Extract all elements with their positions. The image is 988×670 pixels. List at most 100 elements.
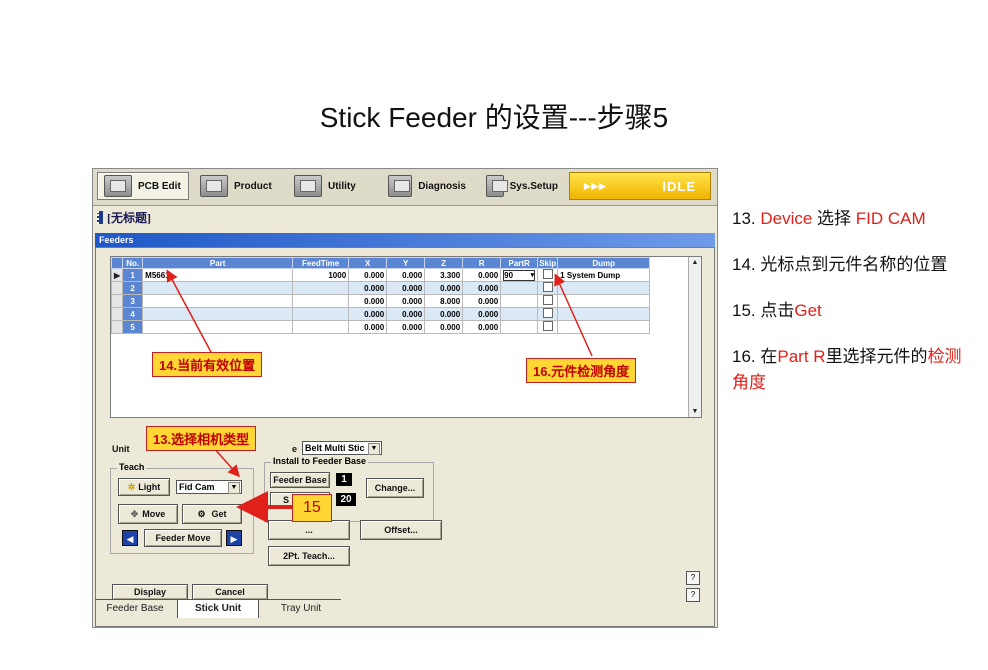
y-cell[interactable]: 0.000 bbox=[386, 320, 426, 334]
column-header[interactable]: X bbox=[348, 257, 388, 269]
part-cell[interactable] bbox=[142, 281, 294, 295]
dump-cell[interactable] bbox=[557, 320, 651, 334]
r-cell[interactable]: 0.000 bbox=[462, 281, 502, 295]
skip-cell[interactable] bbox=[537, 307, 559, 321]
grid-vertical-scrollbar[interactable]: ▲ ▼ bbox=[688, 257, 701, 417]
skip-cell[interactable] bbox=[537, 268, 559, 282]
tab-tray-unit[interactable]: Tray Unit bbox=[261, 599, 341, 618]
skip-cell[interactable] bbox=[537, 281, 559, 295]
x-cell[interactable]: 0.000 bbox=[348, 281, 388, 295]
feeder-move-button[interactable]: Feeder Move bbox=[144, 529, 222, 547]
column-header[interactable]: FeedTime bbox=[292, 257, 350, 269]
toolbar-pcb-edit-button[interactable]: PCB Edit bbox=[97, 172, 189, 200]
skip-cell[interactable] bbox=[537, 294, 559, 308]
column-header[interactable]: Y bbox=[386, 257, 426, 269]
feedtime-cell[interactable] bbox=[292, 281, 350, 295]
skip-cell[interactable] bbox=[537, 320, 559, 334]
y-cell[interactable]: 0.000 bbox=[386, 268, 426, 282]
r-cell[interactable]: 0.000 bbox=[462, 294, 502, 308]
move-right-icon[interactable]: ▶ bbox=[226, 530, 242, 546]
tab-feeder-base[interactable]: Feeder Base bbox=[95, 599, 175, 618]
y-cell[interactable]: 0.000 bbox=[386, 294, 426, 308]
dump-cell[interactable] bbox=[557, 294, 651, 308]
feedtime-cell[interactable] bbox=[292, 294, 350, 308]
offset-button[interactable]: Offset... bbox=[360, 520, 442, 540]
teach-position-button[interactable]: ... bbox=[268, 520, 350, 540]
column-header[interactable]: No. bbox=[122, 257, 144, 269]
feedtime-cell[interactable] bbox=[292, 320, 350, 334]
y-cell[interactable]: 0.000 bbox=[386, 307, 426, 321]
z-cell[interactable]: 3.300 bbox=[424, 268, 464, 282]
r-cell[interactable]: 0.000 bbox=[462, 307, 502, 321]
toolbar-diagnosis-button[interactable]: Diagnosis bbox=[381, 172, 473, 200]
r-cell[interactable]: 0.000 bbox=[462, 320, 502, 334]
feeder-base-number: 1 bbox=[336, 473, 352, 486]
toolbar-sys-setup-button[interactable]: Sys.Setup bbox=[479, 172, 565, 200]
partr-cell[interactable] bbox=[500, 320, 539, 334]
part-cell[interactable] bbox=[142, 294, 294, 308]
feedtime-cell[interactable]: 1000 bbox=[292, 268, 350, 282]
move-button[interactable]: ✥Move bbox=[118, 504, 178, 524]
unit-type-select[interactable]: Belt Multi Stic▼ bbox=[302, 441, 382, 455]
note-number: 16. bbox=[732, 347, 756, 366]
part-cell[interactable] bbox=[142, 307, 294, 321]
device-select[interactable]: Fid Cam▼ bbox=[176, 480, 242, 494]
column-header[interactable]: Skip bbox=[537, 257, 559, 269]
x-cell[interactable]: 0.000 bbox=[348, 268, 388, 282]
skip-checkbox[interactable] bbox=[542, 282, 553, 292]
help-icon[interactable]: ? bbox=[686, 588, 700, 602]
display-button[interactable]: Display bbox=[112, 584, 188, 600]
part-cell[interactable]: M5661 bbox=[142, 268, 294, 282]
cancel-button[interactable]: Cancel bbox=[192, 584, 268, 600]
partr-cell[interactable]: 90 bbox=[500, 268, 539, 282]
column-header[interactable]: Z bbox=[424, 257, 464, 269]
scroll-down-icon[interactable]: ▼ bbox=[691, 408, 699, 415]
x-cell[interactable]: 0.000 bbox=[348, 294, 388, 308]
dump-cell[interactable] bbox=[557, 281, 651, 295]
move-left-icon[interactable]: ◀ bbox=[122, 530, 138, 546]
z-cell[interactable]: 0.000 bbox=[424, 307, 464, 321]
change-button[interactable]: Change... bbox=[366, 478, 424, 498]
r-cell[interactable]: 0.000 bbox=[462, 268, 502, 282]
toolbar-utility-button[interactable]: Utility bbox=[287, 172, 373, 200]
x-cell[interactable]: 0.000 bbox=[348, 320, 388, 334]
partr-select[interactable]: 90 bbox=[503, 269, 536, 281]
scroll-up-icon[interactable]: ▲ bbox=[691, 259, 699, 266]
z-cell[interactable]: 0.000 bbox=[424, 281, 464, 295]
dump-cell[interactable]: 1 System Dump bbox=[557, 268, 651, 282]
two-point-teach-button[interactable]: 2Pt. Teach... bbox=[268, 546, 350, 566]
column-header[interactable]: Part bbox=[142, 257, 294, 269]
partr-cell[interactable] bbox=[500, 307, 539, 321]
light-bulb-icon: ✲ bbox=[127, 481, 136, 492]
tab-stick-unit[interactable]: Stick Unit bbox=[177, 599, 259, 618]
skip-checkbox[interactable] bbox=[542, 308, 553, 318]
column-header[interactable]: PartR bbox=[500, 257, 539, 269]
light-button-label: Light bbox=[138, 482, 161, 492]
column-header[interactable]: Dump bbox=[557, 257, 651, 269]
skip-checkbox[interactable] bbox=[542, 321, 553, 331]
toolbar-label: Utility bbox=[328, 180, 356, 192]
skip-checkbox[interactable] bbox=[542, 269, 553, 279]
feedtime-cell[interactable] bbox=[292, 307, 350, 321]
y-cell[interactable]: 0.000 bbox=[386, 281, 426, 295]
get-button[interactable]: ⚙Get bbox=[182, 504, 242, 524]
x-cell[interactable]: 0.000 bbox=[348, 307, 388, 321]
z-cell[interactable]: 8.000 bbox=[424, 294, 464, 308]
z-cell[interactable]: 0.000 bbox=[424, 320, 464, 334]
part-cell[interactable] bbox=[142, 320, 294, 334]
slot-number: 20 bbox=[336, 493, 356, 506]
column-header[interactable]: R bbox=[462, 257, 502, 269]
dump-cell[interactable] bbox=[557, 307, 651, 321]
partr-cell[interactable] bbox=[500, 281, 539, 295]
light-button[interactable]: ✲Light bbox=[118, 478, 170, 496]
help-icon[interactable]: ? bbox=[686, 571, 700, 585]
partr-cell[interactable] bbox=[500, 294, 539, 308]
skip-checkbox[interactable] bbox=[542, 295, 553, 305]
toolbar-product-button[interactable]: Product bbox=[193, 172, 281, 200]
